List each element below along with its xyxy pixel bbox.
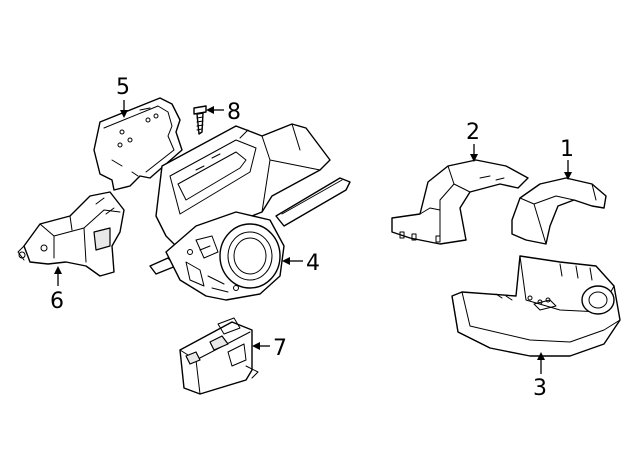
callout-1: 1 bbox=[560, 137, 574, 180]
callout-4-number: 4 bbox=[306, 251, 320, 276]
callout-4: 4 bbox=[282, 251, 320, 276]
callout-3: 3 bbox=[533, 352, 547, 401]
callout-6-number: 6 bbox=[50, 289, 64, 314]
callout-8: 8 bbox=[206, 100, 241, 125]
callout-8-number: 8 bbox=[227, 100, 241, 125]
part-2-upper-shroud bbox=[391, 159, 529, 245]
callout-3-number: 3 bbox=[533, 376, 547, 401]
callout-5: 5 bbox=[116, 75, 130, 118]
callout-2-number: 2 bbox=[466, 120, 480, 145]
callout-1-number: 1 bbox=[560, 137, 574, 162]
part-4-switch-housing bbox=[149, 123, 351, 301]
part-3-lower-shroud bbox=[451, 255, 621, 357]
callout-7-number: 7 bbox=[273, 336, 287, 361]
part-7-switch-module bbox=[179, 317, 259, 395]
callout-7: 7 bbox=[252, 336, 287, 361]
callout-2: 2 bbox=[466, 120, 480, 162]
callout-5-number: 5 bbox=[116, 75, 130, 100]
part-1-top-cover bbox=[511, 177, 607, 245]
part-5-cover-plate bbox=[93, 97, 183, 191]
part-6-bracket bbox=[17, 191, 125, 277]
callout-6: 6 bbox=[50, 266, 64, 314]
part-8-screw bbox=[193, 105, 207, 135]
